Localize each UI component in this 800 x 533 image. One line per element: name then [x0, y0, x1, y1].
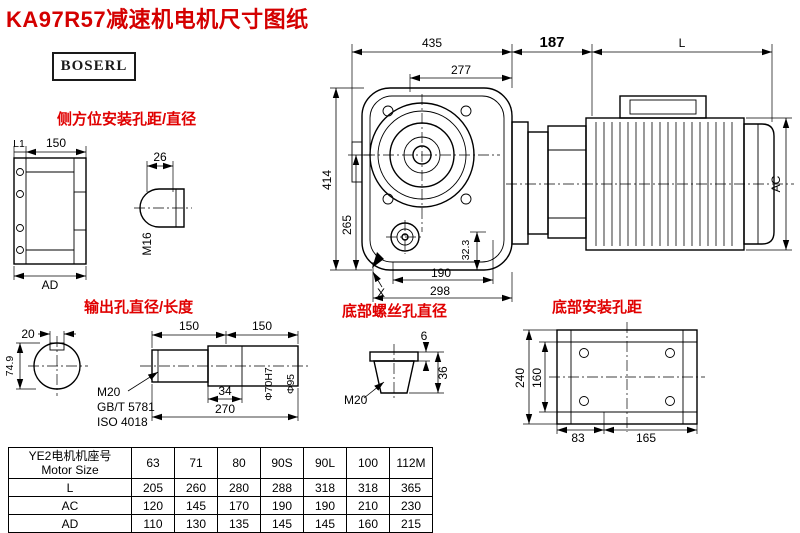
cell: 120 [131, 496, 175, 515]
col-90l: 90L [303, 447, 347, 479]
label-bottom-mount: 底部安装孔距 [552, 299, 643, 316]
cell: 160 [346, 514, 390, 533]
cell: 318 [346, 478, 390, 497]
cell: 260 [174, 478, 218, 497]
dim-160: 160 [530, 368, 544, 388]
table-header-cell: YE2电机机座号 Motor Size [8, 447, 132, 479]
cell: 170 [217, 496, 261, 515]
gearbox-front-view [351, 87, 513, 271]
dim-32-3: 32.3 [460, 240, 472, 261]
page-title: KA97R57减速机电机尺寸图纸 [6, 7, 309, 32]
dim-m20-screw: M20 [344, 393, 368, 407]
dim-20: 20 [21, 327, 35, 341]
label-output-hole: 输出孔直径/长度 [84, 299, 194, 316]
cell: 135 [217, 514, 261, 533]
brand-logo: BOSERL [52, 52, 136, 81]
dim-150-side: 150 [46, 136, 66, 150]
dim-phi95: Φ95 [285, 374, 297, 394]
x-mark-arrow [372, 252, 384, 268]
dim-x: X [377, 286, 385, 300]
dim-265: 265 [340, 215, 354, 235]
dim-6: 6 [421, 329, 428, 343]
dim-435: 435 [422, 36, 442, 50]
dim-m20-output: M20 [97, 385, 121, 399]
table-header-en: Motor Size [41, 463, 99, 477]
cell: 130 [174, 514, 218, 533]
dim-277: 277 [451, 63, 471, 77]
standard-gbt: GB/T 5781 [97, 400, 155, 414]
dim-190: 190 [431, 266, 451, 280]
cell: 145 [303, 514, 347, 533]
table-row-AC: AC 120 145 170 190 190 210 230 [8, 496, 433, 515]
dim-34: 34 [218, 384, 232, 398]
row-label: L [8, 478, 132, 497]
dim-m16: M16 [140, 232, 154, 256]
row-label: AC [8, 496, 132, 515]
cell: 145 [260, 514, 304, 533]
dim-phi70h7: Φ70H7 [263, 367, 275, 401]
technical-drawing: 435 187 L 277 414 265 190 298 X 32.3 AC … [4, 34, 794, 445]
col-63: 63 [131, 447, 175, 479]
label-side-mount: 侧方位安装孔距/直径 [57, 111, 197, 128]
output-shaft-view [28, 336, 308, 396]
col-112m: 112M [389, 447, 433, 479]
cell: 280 [217, 478, 261, 497]
cell: 288 [260, 478, 304, 497]
cell: 110 [131, 514, 175, 533]
dim-ac: AC [769, 175, 783, 192]
cell: 190 [303, 496, 347, 515]
side-flange-view [13, 157, 87, 265]
col-90s: 90S [260, 447, 304, 479]
dim-165: 165 [636, 431, 656, 445]
cell: 365 [389, 478, 433, 497]
bottom-screw-view [369, 344, 419, 401]
dim-36: 36 [436, 366, 450, 380]
dim-150-a: 150 [179, 319, 199, 333]
cell: 190 [260, 496, 304, 515]
table-row-AD: AD 110 130 135 145 145 160 215 [8, 514, 433, 533]
dim-26: 26 [153, 150, 167, 164]
row-label: AD [8, 514, 132, 533]
table-header-cn: YE2电机机座号 [28, 449, 112, 463]
dim-150-b: 150 [252, 319, 272, 333]
label-bottom-screw: 底部螺丝孔直径 [342, 303, 448, 320]
dim-l1: L1 [13, 138, 25, 150]
standard-iso: ISO 4018 [97, 415, 148, 429]
dimension-lines [13, 44, 792, 434]
dimension-text: 435 187 L 277 414 265 190 298 X 32.3 AC … [4, 34, 783, 445]
dim-298: 298 [430, 284, 450, 298]
table-row-L: L 205 260 280 288 318 318 365 [8, 478, 433, 497]
dim-ad: AD [42, 278, 59, 292]
dim-414: 414 [320, 170, 334, 190]
dim-187: 187 [539, 34, 564, 51]
col-100: 100 [346, 447, 390, 479]
col-80: 80 [217, 447, 261, 479]
motor-side-view [506, 95, 794, 251]
bottom-mount-view [549, 322, 705, 432]
dim-74-9: 74.9 [4, 356, 16, 377]
cell: 205 [131, 478, 175, 497]
cell: 230 [389, 496, 433, 515]
table-header-row: YE2电机机座号 Motor Size 63 71 80 90S 90L 100… [8, 447, 433, 479]
dim-83: 83 [571, 431, 585, 445]
stud-detail-view [134, 188, 192, 228]
cell: 210 [346, 496, 390, 515]
motor-size-table: YE2电机机座号 Motor Size 63 71 80 90S 90L 100… [8, 447, 433, 533]
cell: 318 [303, 478, 347, 497]
dim-L: L [679, 36, 686, 50]
cell: 145 [174, 496, 218, 515]
cell: 215 [389, 514, 433, 533]
col-71: 71 [174, 447, 218, 479]
dim-270: 270 [215, 402, 235, 416]
dim-240: 240 [513, 368, 527, 388]
